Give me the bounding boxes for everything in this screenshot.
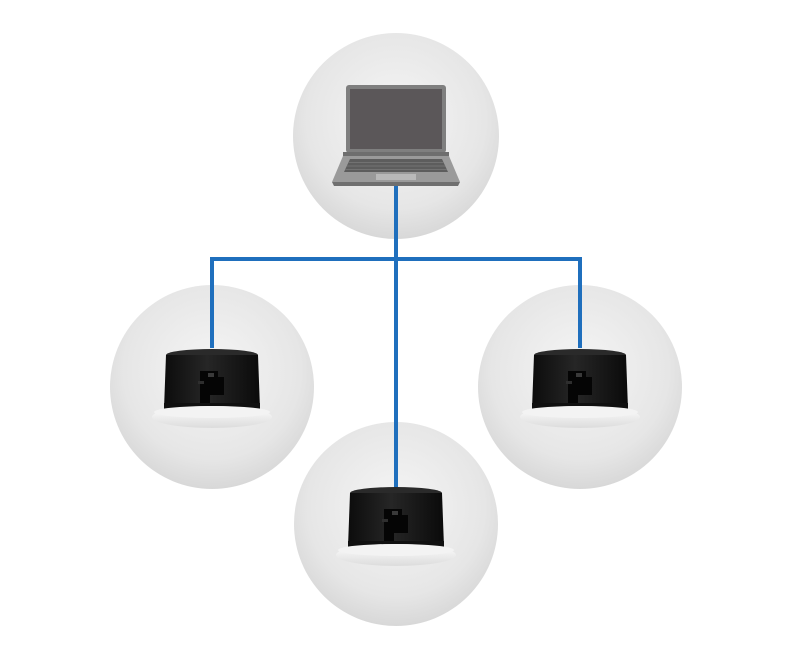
- connector-branch: [210, 257, 582, 348]
- connector-lines: [210, 176, 582, 488]
- speaker-center-icon: [336, 487, 456, 566]
- speaker-right-icon: [520, 349, 640, 428]
- laptop-icon: [332, 85, 460, 186]
- speaker-left-icon: [152, 349, 272, 428]
